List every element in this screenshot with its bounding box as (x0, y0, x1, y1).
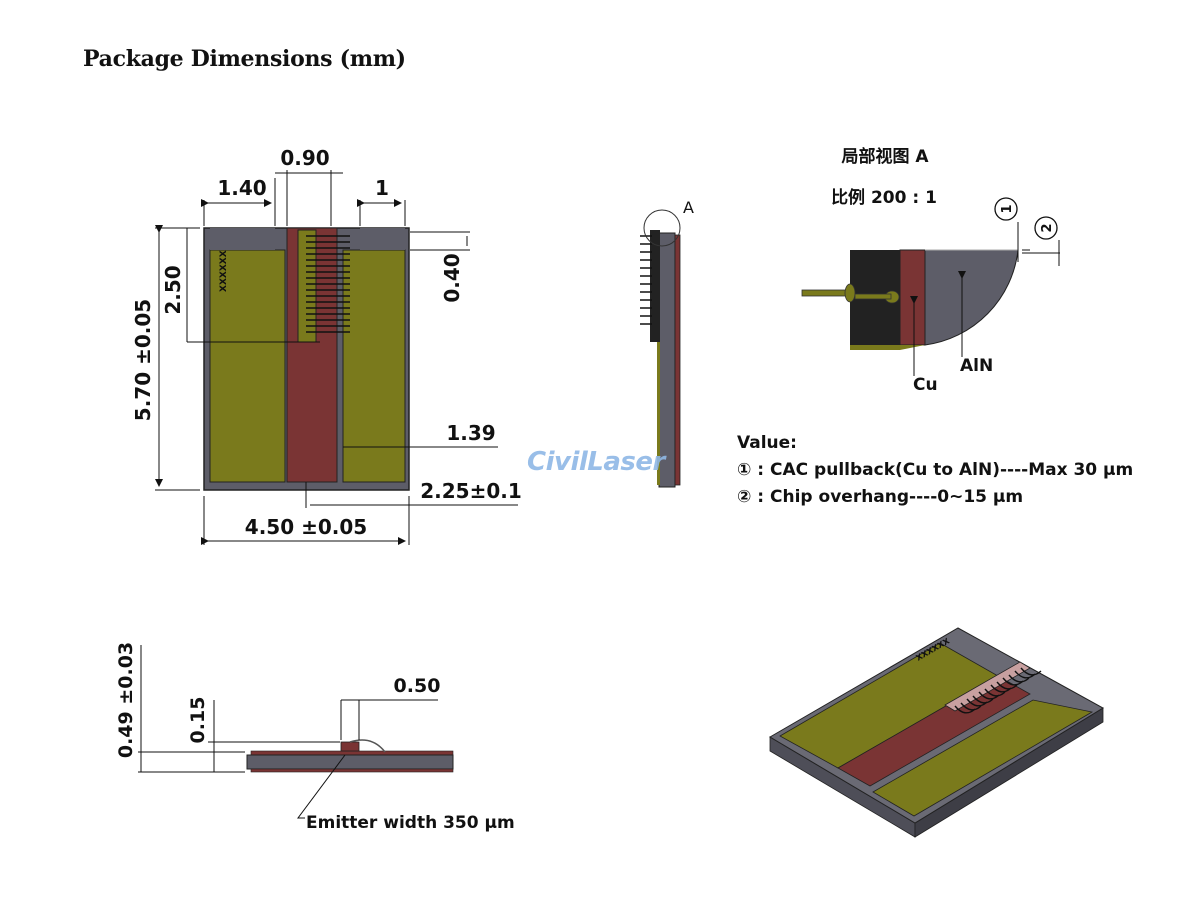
dim-chip-length: 2.50 (161, 265, 185, 314)
iso-view: XXXXXX (769, 627, 1104, 838)
top-marking: XXXXXX (219, 250, 229, 292)
value-line-1: ① : CAC pullback(Cu to AlN)----Max 30 μm (737, 460, 1134, 480)
marker-1: 1 (1000, 204, 1015, 213)
side-callout: A (683, 198, 694, 217)
detail-cu (899, 249, 926, 346)
detail-scale: 比例 200 : 1 (831, 187, 937, 208)
detail-view: 局部视图 A 比例 200 : 1 1 2 AlN Cu (801, 146, 1060, 395)
side-chip (650, 230, 660, 342)
dim-left-pad: 1.40 (217, 176, 266, 200)
front-wire (349, 739, 386, 753)
detail-aln (924, 249, 1019, 346)
value-heading: Value: (737, 433, 797, 453)
front-chip (340, 741, 360, 752)
dim-top-notch: 0.40 (440, 253, 464, 302)
iso-copper (837, 675, 1031, 787)
side-copper-right (674, 234, 681, 486)
top-wire-bonds (306, 235, 350, 333)
dim-half-width: 2.25±0.1 (420, 479, 522, 503)
dim-center: 0.90 (280, 146, 329, 170)
side-view: A (640, 198, 694, 488)
detail-olive (850, 345, 925, 350)
detail-title: 局部视图 A (841, 146, 929, 167)
front-view: 0.49 ±0.03 0.15 0.50 Emitter width 350 μ… (115, 642, 515, 833)
value-block: Value: ① : CAC pullback(Cu to AlN)----Ma… (737, 430, 1133, 511)
page-title: Package Dimensions (mm) (83, 46, 406, 72)
watermark: CivilLaser (527, 447, 665, 477)
top-right-pad (342, 249, 406, 483)
side-olive-left (657, 240, 660, 485)
emitter-label: Emitter width 350 μm (306, 813, 515, 833)
iso-chip (944, 661, 1031, 712)
front-bottom-copper (250, 768, 454, 773)
iso-wire-bonds (954, 667, 1042, 714)
top-view: XXXXXX 5.70 ±0.05 2.50 4.50 ±0.05 1.40 0… (131, 146, 522, 545)
front-substrate (246, 754, 454, 770)
dim-right-strip: 1.39 (446, 421, 495, 445)
dim-width: 4.50 ±0.05 (245, 515, 367, 539)
marker-2: 2 (1040, 223, 1055, 232)
detail-wire (801, 283, 900, 304)
dim-right-pad: 1 (375, 176, 389, 200)
front-top-copper (250, 750, 454, 756)
iso-right-pad (872, 699, 1094, 817)
dim-chip-height: 0.15 (187, 697, 209, 744)
top-right-notch (360, 228, 405, 250)
label-cu: Cu (913, 375, 938, 395)
top-left-notch (210, 228, 275, 250)
dim-chip-width: 0.50 (394, 675, 441, 697)
dim-thickness: 0.49 ±0.03 (115, 642, 137, 758)
value-line-2: ② : Chip overhang----0~15 μm (737, 487, 1024, 507)
dim-height: 5.70 ±0.05 (131, 299, 155, 421)
label-aln: AlN (960, 356, 993, 376)
